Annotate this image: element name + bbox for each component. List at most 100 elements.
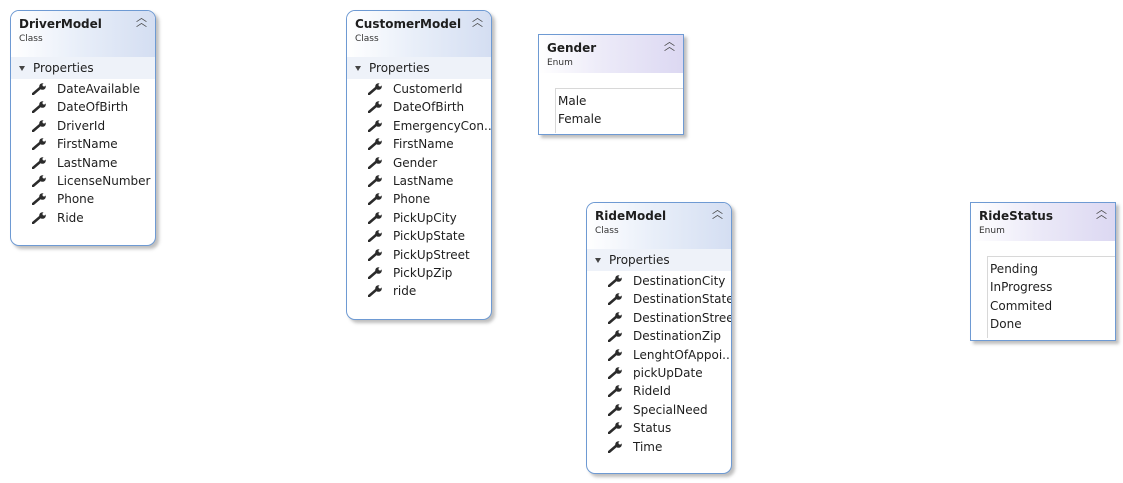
property-name: Ride xyxy=(57,210,84,225)
property-item[interactable]: Time xyxy=(587,438,731,456)
collapse-chevron-icon[interactable]: ︿︿ xyxy=(472,11,483,29)
wrench-icon xyxy=(32,193,46,206)
enum-values: Pending InProgress Commited Done xyxy=(987,256,1115,338)
wrench-icon xyxy=(368,193,382,206)
enum-shape-ridestatus[interactable]: RideStatus Enum ︿︿ Pending InProgress Co… xyxy=(970,202,1116,341)
property-item[interactable]: DestinationCity xyxy=(587,272,731,290)
wrench-icon xyxy=(368,119,382,132)
property-item[interactable]: Phone xyxy=(11,190,155,208)
class-shape-ridemodel[interactable]: RideModel Class ︿︿ Properties Destinatio… xyxy=(586,202,732,474)
property-item[interactable]: PickUpState xyxy=(347,227,491,245)
property-item[interactable]: DestinationStreet xyxy=(587,309,731,327)
property-name: FirstName xyxy=(57,137,118,152)
property-name: DateOfBirth xyxy=(393,100,465,115)
property-name: PickUpState xyxy=(393,229,466,244)
enum-header[interactable]: Gender Enum ︿︿ xyxy=(539,35,683,73)
property-item[interactable]: Phone xyxy=(347,190,491,208)
property-name: EmergencyCon... xyxy=(393,118,491,133)
section-label: Properties xyxy=(369,61,430,75)
collapse-chevron-icon[interactable]: ︿︿ xyxy=(712,203,723,221)
wrench-icon xyxy=(368,248,382,261)
wrench-icon xyxy=(32,119,46,132)
property-name: Phone xyxy=(393,192,431,207)
property-name: Status xyxy=(633,421,672,436)
expand-triangle-icon[interactable] xyxy=(19,66,25,71)
property-item[interactable]: ride xyxy=(347,282,491,300)
section-label: Properties xyxy=(33,61,94,75)
enum-stereotype: Enum xyxy=(979,226,1005,236)
property-item[interactable]: LastName xyxy=(347,172,491,190)
property-item[interactable]: DateOfBirth xyxy=(347,98,491,116)
class-shape-customermodel[interactable]: CustomerModel Class ︿︿ Properties Custom… xyxy=(346,10,492,320)
enum-value[interactable]: Pending xyxy=(990,262,1038,276)
wrench-icon xyxy=(368,156,382,169)
class-shape-drivermodel[interactable]: DriverModel Class ︿︿ Properties DateAvai… xyxy=(10,10,156,246)
section-label: Properties xyxy=(609,253,670,267)
property-name: LicenseNumber xyxy=(57,173,151,188)
property-item[interactable]: PickUpStreet xyxy=(347,246,491,264)
property-item[interactable]: Gender xyxy=(347,154,491,172)
property-item[interactable]: Ride xyxy=(11,209,155,227)
class-header[interactable]: CustomerModel Class ︿︿ xyxy=(347,11,491,57)
class-stereotype: Class xyxy=(19,34,43,44)
property-item[interactable]: RideId xyxy=(587,382,731,400)
property-item[interactable]: DriverId xyxy=(11,117,155,135)
wrench-icon xyxy=(32,83,46,95)
wrench-icon xyxy=(608,385,622,398)
enum-value[interactable]: Done xyxy=(990,317,1022,332)
property-name: PickUpZip xyxy=(393,265,453,280)
property-name: PickUpCity xyxy=(393,210,457,225)
collapse-chevron-icon[interactable]: ︿︿ xyxy=(136,11,147,29)
property-item[interactable]: LenghtOfAppoi... xyxy=(587,346,731,364)
wrench-icon xyxy=(608,440,622,453)
property-item[interactable]: pickUpDate xyxy=(587,364,731,382)
enum-value[interactable]: Male xyxy=(558,94,587,108)
expand-triangle-icon[interactable] xyxy=(355,66,361,71)
property-name: DateOfBirth xyxy=(57,100,129,115)
property-item[interactable]: Status xyxy=(587,419,731,437)
property-item[interactable]: LastName xyxy=(11,154,155,172)
collapse-chevron-icon[interactable]: ︿︿ xyxy=(1096,203,1107,221)
wrench-icon xyxy=(368,211,382,224)
property-item[interactable]: DateAvailable xyxy=(11,80,155,98)
property-name: DateAvailable xyxy=(57,82,140,96)
property-item[interactable]: DateOfBirth xyxy=(11,98,155,116)
property-item[interactable]: PickUpZip xyxy=(347,264,491,282)
enum-value[interactable]: InProgress xyxy=(990,280,1053,295)
wrench-icon xyxy=(608,367,622,379)
wrench-icon xyxy=(608,422,622,435)
class-header[interactable]: RideModel Class ︿︿ xyxy=(587,203,731,249)
property-name: PickUpStreet xyxy=(393,247,470,262)
properties-section-header[interactable]: Properties xyxy=(11,57,155,79)
property-item[interactable]: SpecialNeed xyxy=(587,401,731,419)
property-name: DestinationCity xyxy=(633,274,726,288)
enum-shape-gender[interactable]: Gender Enum ︿︿ Male Female xyxy=(538,34,684,135)
wrench-icon xyxy=(32,175,46,187)
property-item[interactable]: LicenseNumber xyxy=(11,172,155,190)
wrench-icon xyxy=(32,211,46,224)
property-name: ride xyxy=(393,284,417,299)
property-item[interactable]: DestinationZip xyxy=(587,327,731,345)
property-item[interactable]: FirstName xyxy=(11,135,155,153)
collapse-chevron-icon[interactable]: ︿︿ xyxy=(664,35,675,53)
expand-triangle-icon[interactable] xyxy=(595,258,601,263)
enum-value[interactable]: Commited xyxy=(990,298,1053,313)
properties-section-header[interactable]: Properties xyxy=(587,249,731,271)
wrench-icon xyxy=(608,293,622,306)
enum-header[interactable]: RideStatus Enum ︿︿ xyxy=(971,203,1115,241)
property-item[interactable]: DestinationState xyxy=(587,290,731,308)
wrench-icon xyxy=(32,138,46,151)
property-name: SpecialNeed xyxy=(633,402,708,417)
enum-value[interactable]: Female xyxy=(558,112,602,127)
properties-section-header[interactable]: Properties xyxy=(347,57,491,79)
wrench-icon xyxy=(368,230,382,243)
wrench-icon xyxy=(608,403,622,416)
property-item[interactable]: EmergencyCon... xyxy=(347,117,491,135)
class-title: CustomerModel xyxy=(355,17,462,31)
property-name: Time xyxy=(633,439,663,454)
class-header[interactable]: DriverModel Class ︿︿ xyxy=(11,11,155,57)
property-item[interactable]: CustomerId xyxy=(347,80,491,98)
class-stereotype: Class xyxy=(355,34,379,44)
property-item[interactable]: FirstName xyxy=(347,135,491,153)
property-item[interactable]: PickUpCity xyxy=(347,209,491,227)
